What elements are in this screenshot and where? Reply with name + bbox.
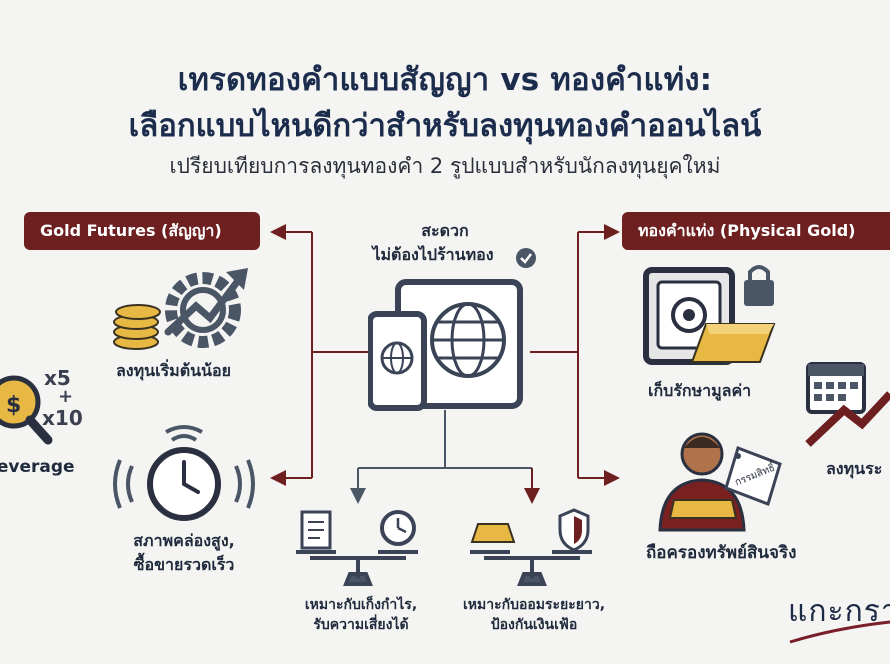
low-capital-label: ลงทุนเริ่มต้นน้อย — [116, 361, 231, 380]
multiplier-x10: x10 — [42, 406, 83, 430]
ringing-clock-icon — [113, 425, 255, 521]
page-title-line1: เทรดทองคำแบบสัญญา vs ทองคำแท่ง: — [177, 62, 713, 98]
check-circle-icon — [516, 248, 536, 268]
long-term-line1: เหมาะกับออมระยะยาว, — [462, 597, 606, 613]
store-value-label: เก็บรักษามูลค่า — [648, 381, 752, 400]
person-gold-tag-icon — [658, 432, 782, 532]
coins-gear-icon — [113, 268, 248, 350]
multiplier-plus: + — [58, 386, 74, 407]
scale-saving-icon — [470, 508, 592, 586]
convenient-line1: สะดวก — [421, 221, 469, 240]
convenient-line2: ไม่ต้องไปร้านทอง — [372, 245, 494, 264]
long-term-line2: ป้องกันเงินเฟ้อ — [490, 617, 578, 633]
gold-futures-header: Gold Futures (สัญญา) — [24, 212, 260, 250]
multiplier-x5: x5 — [44, 366, 71, 390]
brand-swoosh — [789, 620, 890, 644]
short-term-line2: รับความเสี่ยงได้ — [313, 617, 409, 633]
leverage-label: Leverage — [0, 457, 75, 477]
page-subtitle: เปรียบเทียบการลงทุนทองคำ 2 รูปแบบสำหรับน… — [169, 154, 721, 178]
tablet-phone-globe-icon — [368, 279, 523, 411]
calendar-chart-icon — [805, 362, 890, 447]
safe-gold-lock-icon — [643, 265, 776, 365]
own-asset-label: ถือครองทรัพย์สินจริง — [646, 543, 797, 563]
leverage-magnifier-icon: $ — [0, 375, 53, 445]
liquidity-line1: สภาพคล่องสูง, — [133, 531, 235, 550]
scale-speculation-icon — [296, 510, 418, 586]
svg-text:$: $ — [6, 393, 21, 418]
page-title-line2: เลือกแบบไหนดีกว่าสำหรับลงทุนทองคำออนไลน์ — [128, 108, 762, 144]
physical-gold-header: ทองคำแท่ง (Physical Gold) — [622, 212, 890, 250]
invest-partial-label: ลงทุนระ — [826, 459, 883, 478]
short-term-line1: เหมาะกับเก็งกำไร, — [304, 597, 418, 613]
liquidity-line2: ซื้อขายรวดเร็ว — [133, 555, 235, 574]
